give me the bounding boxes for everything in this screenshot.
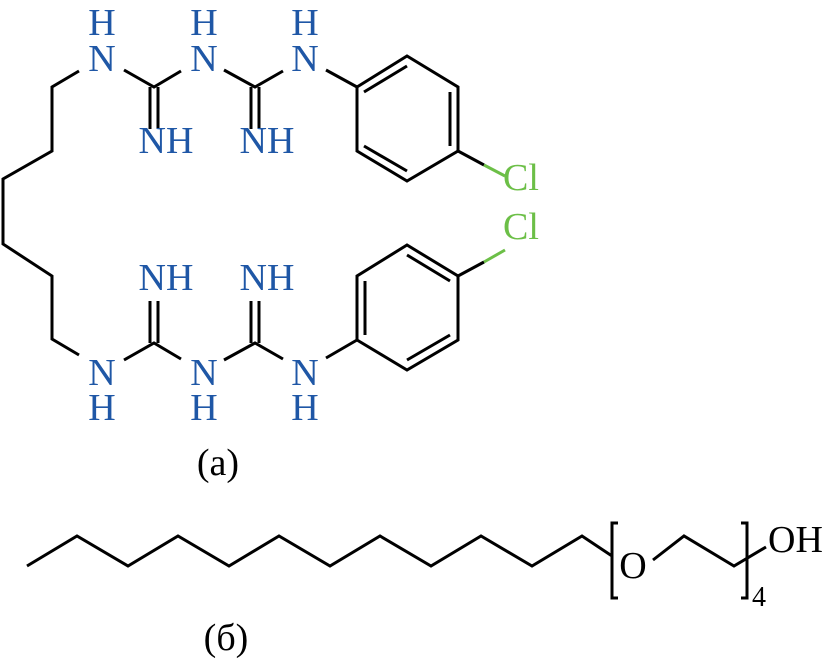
right-bracket (741, 521, 749, 600)
top-chlorophenyl-ring: Cl (355, 54, 539, 199)
atom-h: H (88, 2, 115, 44)
structure-b-laureth: O 4 OH (б) (26, 519, 823, 659)
atom-nh: NH (139, 257, 194, 299)
atom-h: H (291, 2, 318, 44)
atom-n: N (190, 352, 217, 394)
atom-nh: NH (240, 120, 295, 162)
atom-n: N (291, 352, 318, 394)
bottom-chlorophenyl-ring: Cl (355, 206, 539, 372)
atom-h: H (190, 2, 217, 44)
atom-n: N (88, 38, 115, 80)
repeat-count-subscript: 4 (752, 582, 766, 613)
caption-b: (б) (204, 617, 249, 659)
atom-n: N (190, 38, 217, 80)
hexyl-chain (1, 69, 80, 357)
top-biguanide: H N H N H N NH NH (88, 2, 358, 162)
atom-h: H (88, 387, 115, 429)
caption-a: (a) (197, 442, 239, 484)
atom-n: N (88, 352, 115, 394)
atom-n: N (291, 38, 318, 80)
atom-h: H (291, 387, 318, 429)
atom-cl: Cl (503, 157, 539, 199)
atom-nh: NH (139, 120, 194, 162)
atom-oh: OH (768, 519, 823, 561)
left-bracket (610, 521, 618, 600)
atom-cl: Cl (503, 206, 539, 248)
structure-a-chlorhexidine: H N H N H N NH NH Cl NH (1, 2, 539, 484)
bottom-biguanide: NH NH N H N H N H (88, 257, 358, 429)
alkyl-chain (26, 534, 613, 568)
atom-h: H (190, 387, 217, 429)
atom-o: O (619, 545, 646, 587)
atom-nh: NH (240, 257, 295, 299)
